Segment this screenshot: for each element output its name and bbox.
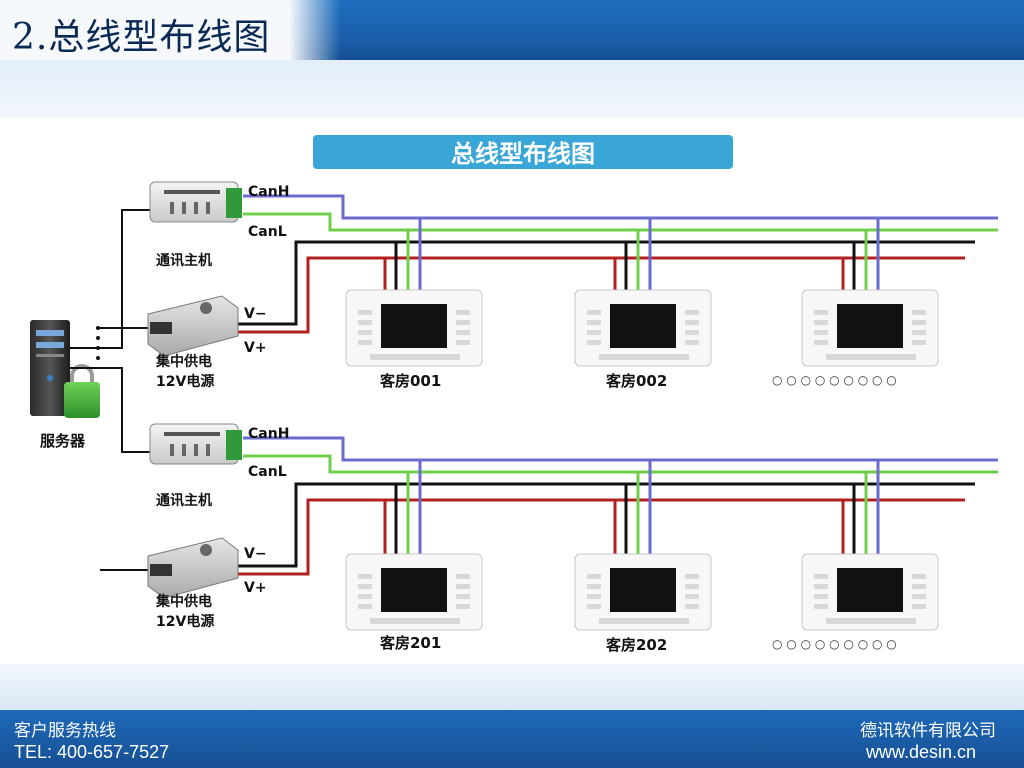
diagram-banner: 总线型布线图 [313,135,733,169]
canh-wire [243,194,998,220]
comm-host-device [149,181,242,223]
footer: 客户服务热线 TEL: 400-657-7527 德讯软件有限公司 www.de… [0,710,1024,768]
canh-wire [243,436,998,462]
room-label-1: 客房001 [379,372,441,390]
canl-wire [243,454,998,474]
room-panel-2 [574,289,712,367]
room-label-2: 客房202 [605,636,667,654]
hotline-label: 客户服务热线 [14,721,116,741]
bus-group-1: CanH CanL 通讯主机 V− V+ 集中供电 12V电源 客房001 [147,181,998,390]
power-supply-device [147,537,239,599]
company-website: www.desin.cn [865,742,976,762]
hotline-phone: TEL: 400-657-7527 [14,742,170,762]
psu-label-line1: 集中供电 [155,353,212,370]
vminus-wire [238,482,975,568]
power-supply-device [147,295,239,357]
vminus-label: V− [244,306,267,322]
room-panel-2 [574,553,712,631]
company-name: 德讯软件有限公司 [860,721,996,741]
canl-wire [243,212,998,232]
room-panel-3 [801,289,939,367]
comm-host-device [149,423,242,465]
psu-label-line1: 集中供电 [155,593,212,610]
server-label: 服务器 [40,432,86,450]
canl-label: CanL [248,464,287,480]
bottom-band [0,664,1024,710]
vminus-label: V− [244,546,267,562]
header-band [0,60,1024,118]
comm-host-label: 通讯主机 [156,252,212,269]
server-icon [30,320,70,416]
bus-wiring-diagram: 总线型布线图 服务器 [30,135,998,654]
room-panel-1 [345,289,483,367]
psu-label-line2: 12V电源 [156,613,214,630]
dotted-connector [96,326,100,360]
room-ellipsis: ○ ○ ○ ○ ○ ○ ○ ○ ○ [772,637,897,651]
psu-label-line2: 12V电源 [156,373,214,390]
slide-title: 2.总线型布线图 [12,17,271,58]
server-trunk [70,209,150,571]
room-ellipsis: ○ ○ ○ ○ ○ ○ ○ ○ ○ [772,373,897,387]
canl-label: CanL [248,224,287,240]
vplus-label: V+ [244,580,267,596]
room-panel-3 [801,553,939,631]
room-label-2: 客房002 [605,372,667,390]
room-panel-1 [345,553,483,631]
vplus-label: V+ [244,340,267,356]
title-bar: 2.总线型布线图 [0,0,1024,60]
canh-label: CanH [248,184,289,200]
bus-group-2: CanH CanL 通讯主机 V− V+ 集中供电 12V电源 客房201 客房… [147,423,998,654]
vminus-wire [238,240,975,326]
canh-label: CanH [248,426,289,442]
comm-host-label: 通讯主机 [156,492,212,509]
diagram-banner-text: 总线型布线图 [451,140,595,168]
room-label-1: 客房201 [379,634,441,652]
lock-icon [64,364,100,418]
